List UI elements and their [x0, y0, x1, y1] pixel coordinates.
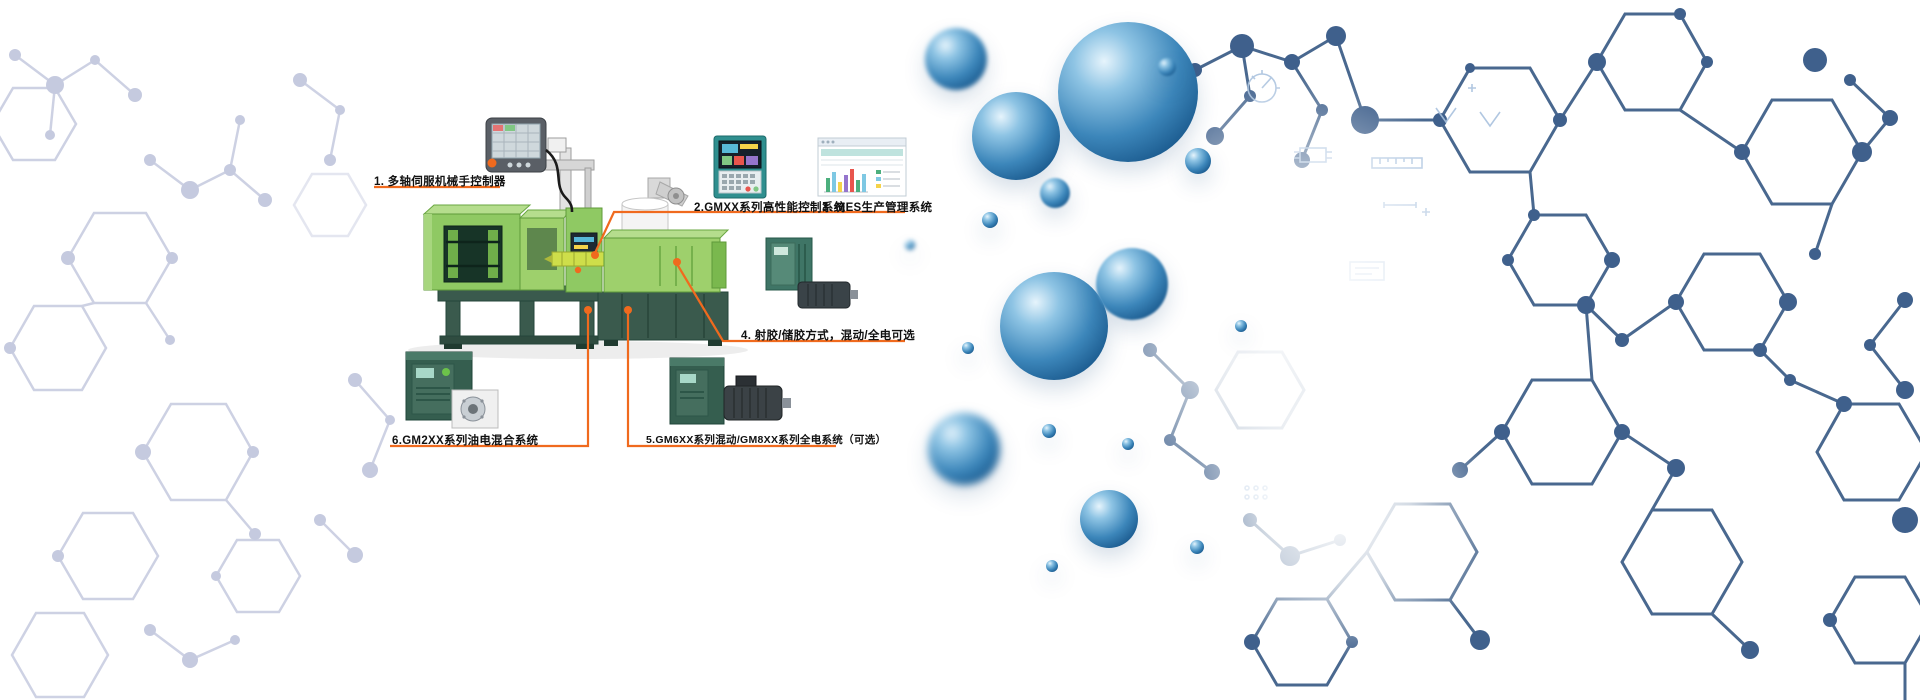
machine-base-frame: [437, 285, 603, 349]
clamping-unit: [422, 204, 532, 291]
decor-sphere: [928, 413, 1000, 485]
decor-sphere: [925, 28, 987, 90]
callout-lines: [374, 185, 905, 448]
decor-sphere: [1042, 424, 1056, 438]
decor-sphere: [1040, 178, 1070, 208]
handheld-controller: [485, 117, 574, 213]
callout-1-label: 1. 多轴伺服机械手控制器: [374, 176, 506, 188]
machine-base-cabinet: [597, 291, 729, 346]
callout-line-5: [626, 313, 836, 448]
moving-platen: [518, 209, 571, 291]
gm6xx-drive-motor: [669, 357, 791, 425]
callout-line-6: [390, 313, 590, 448]
callout-4-label: 4. 射胶/储胶方式，混动/全电可选: [741, 330, 916, 342]
callout-line-2-3: [594, 210, 905, 254]
mes-bar-chart: [824, 169, 868, 193]
decor-sphere: [982, 212, 998, 228]
injection-unit: [544, 229, 730, 293]
controller-orange-marker: [487, 158, 497, 168]
mes-system-screen: [817, 137, 907, 197]
controller-cable: [545, 148, 574, 213]
gm2xx-hybrid-drive: [405, 351, 499, 429]
callout-3-label: 3. MES生产管理系统: [822, 202, 933, 214]
decor-sphere: [1046, 560, 1058, 572]
callout-6-label: 6.GM2XX系列油电混合系统: [392, 435, 539, 447]
machine-shadow: [408, 341, 748, 359]
mes-legend: [876, 170, 900, 188]
decor-sphere: [972, 92, 1060, 180]
callout-dots: [584, 251, 681, 314]
callout-line-4: [676, 263, 905, 343]
decor-sphere: [962, 342, 974, 354]
decor-sphere: [905, 240, 915, 250]
callout-5-label: 5.GM6XX系列混动/GM8XX系列全电系统（可选）: [646, 434, 887, 446]
control-system-panel: [713, 135, 767, 199]
callout-2-label: 2.GMXX系列高性能控制系统: [694, 202, 846, 214]
injection-drive-motor: [765, 237, 858, 309]
